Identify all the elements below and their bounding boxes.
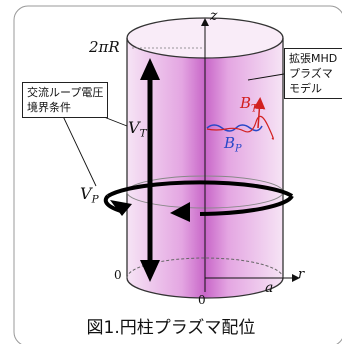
vp-label: VP <box>80 184 99 206</box>
outer-frame <box>13 5 342 344</box>
bp-main: B <box>224 134 236 152</box>
vp-loop-front-right <box>199 194 294 216</box>
vp-loop-back <box>106 180 294 198</box>
zero-top-label: 0 <box>114 268 122 282</box>
vp-arrow-head-front <box>170 202 190 222</box>
boundary-condition-box: 交流ループ電圧 境界条件 <box>22 82 109 118</box>
bt-main: B <box>240 94 252 112</box>
height-label: 2πR <box>89 38 120 56</box>
radius-label: a <box>265 280 274 296</box>
bt-label: BT <box>240 94 258 114</box>
bp-sub: P <box>235 143 242 155</box>
figure-caption: 図1.円柱プラズマ配位 <box>86 318 256 338</box>
boundary-leader-line-2 <box>61 113 97 187</box>
bt-wave <box>206 115 274 140</box>
z-axis-label: z <box>210 8 218 24</box>
vp-sub: P <box>91 193 99 206</box>
vt-arrow-head-bottom <box>140 260 160 282</box>
vp-main: V <box>80 184 92 203</box>
vt-arrow-head-top <box>140 58 160 80</box>
cylinder-bottom-front <box>126 277 284 299</box>
mhd-leader-line <box>247 73 285 81</box>
cylinder-bottom-back <box>126 257 284 279</box>
vp-arrow-head-left <box>110 200 132 216</box>
vt-sub: T <box>139 127 147 140</box>
bp-label: BP <box>224 134 242 154</box>
mhd-model-box: 拡張MHD プラズマ モデル <box>284 48 342 99</box>
bt-sub: T <box>251 103 258 115</box>
r-axis-label: r <box>298 267 305 282</box>
vt-main: V <box>128 118 140 137</box>
vt-label: VT <box>128 118 147 140</box>
zero-bottom-label: 0 <box>198 293 206 307</box>
bt-arrow <box>253 97 266 129</box>
